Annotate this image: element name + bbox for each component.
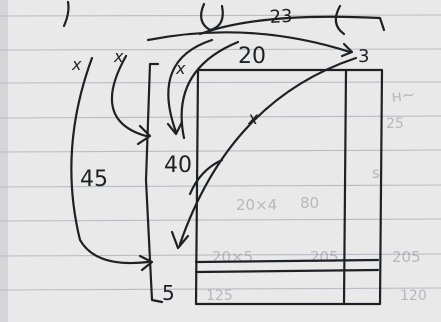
label-bottom-height: 5 — [162, 281, 175, 305]
label-rect-width: 20 — [238, 44, 266, 69]
label-top-length: 23 — [269, 6, 293, 28]
top-scribble — [62, 0, 386, 36]
main-rectangle — [194, 68, 384, 306]
svg-text:120: 120 — [400, 288, 427, 304]
label-left-top-height: 40 — [164, 153, 192, 178]
left-bracket — [144, 62, 164, 304]
paper-shadow-edge — [0, 0, 8, 322]
x-mark: x — [113, 47, 124, 66]
svg-text:205: 205 — [392, 248, 421, 266]
x-mark: x — [247, 109, 259, 129]
svg-text:20×4: 20×4 — [236, 196, 277, 214]
svg-text:80: 80 — [300, 194, 319, 212]
svg-text:125: 125 — [206, 288, 233, 304]
svg-text:20×5: 20×5 — [212, 248, 253, 266]
x-mark: x — [175, 59, 186, 78]
svg-text:s: s — [372, 164, 380, 182]
label-rect-right-corner: 3 — [358, 46, 369, 67]
x-mark: x — [71, 55, 82, 74]
svg-text:205: 205 — [310, 248, 339, 266]
svg-text:25: 25 — [386, 116, 404, 132]
svg-text:ʜ~: ʜ~ — [390, 85, 416, 106]
label-left-total-height: 45 — [80, 167, 108, 192]
arcing-arrows — [70, 31, 358, 272]
